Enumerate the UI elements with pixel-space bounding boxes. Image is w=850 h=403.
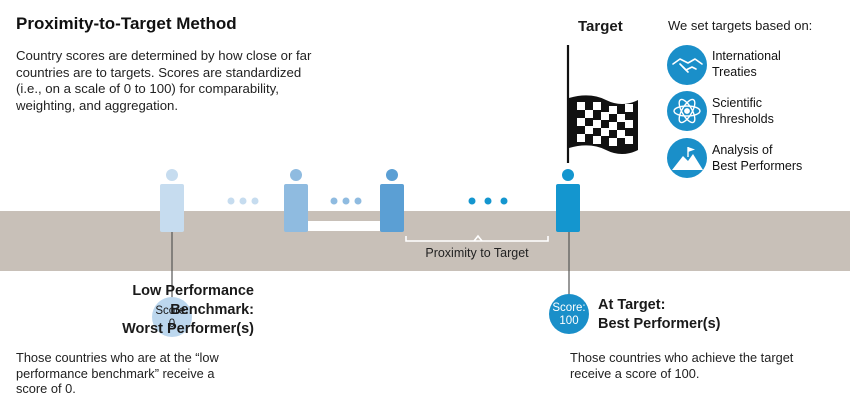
best-performer-line2: Best Performer(s)	[598, 316, 721, 332]
ellipsis-dots-2	[330, 197, 362, 205]
page-title: Proximity-to-Target Method	[16, 14, 237, 33]
score-best-text: Score: 100	[549, 302, 589, 328]
ellipsis-dots-1	[227, 197, 259, 205]
score-label: Score:	[552, 302, 586, 314]
targets-heading: We set targets based on:	[668, 18, 813, 33]
icon-circle-summit	[667, 138, 707, 178]
person-target-icon	[556, 169, 580, 232]
checkered-flag-icon	[569, 95, 638, 154]
person-worst-icon	[160, 169, 184, 232]
score-low-text: Score: 0	[152, 305, 192, 331]
target-item-line2: Thresholds	[712, 111, 774, 126]
low-benchmark-title: Low Performance Benchmark: Worst Perform…	[122, 282, 254, 339]
handshake-icon	[672, 58, 703, 73]
ellipsis-dots-3	[468, 197, 508, 205]
method-description: Country scores are determined by how clo…	[16, 48, 312, 113]
best-performer-line1: At Target:	[598, 297, 666, 313]
proximity-label: Proximity to Target	[425, 246, 529, 260]
score-value: 0	[168, 318, 176, 330]
score-circle-low	[152, 297, 192, 337]
low-benchmark-description: Those countries who are at the “low perf…	[16, 350, 219, 396]
score-circle-best	[549, 294, 589, 334]
best-performer-description: Those countries who achieve the target r…	[570, 350, 794, 381]
target-item-best-performers: Analysis of Best Performers	[712, 143, 802, 174]
atom-icon	[673, 98, 701, 124]
score-label: Score:	[155, 305, 189, 317]
person-mid1-icon	[284, 169, 308, 232]
target-item-thresholds: Scientific Thresholds	[712, 96, 774, 127]
person-mid2-icon	[380, 169, 404, 232]
proximity-bracket-tick	[473, 234, 483, 242]
icon-circle-handshake	[667, 45, 707, 85]
low-benchmark-line2: Benchmark:	[170, 302, 254, 318]
low-benchmark-line1: Low Performance	[132, 283, 254, 299]
target-item-line2: Treaties	[712, 64, 757, 79]
score-value: 100	[559, 315, 579, 327]
target-item-line2: Best Performers	[712, 158, 803, 173]
target-item-line1: Analysis of	[712, 143, 773, 157]
proximity-bracket	[405, 236, 549, 242]
white-ledge	[308, 221, 380, 231]
low-benchmark-line3: Worst Performer(s)	[122, 321, 254, 337]
target-item-line1: Scientific	[712, 96, 763, 110]
best-performer-title: At Target: Best Performer(s)	[598, 296, 721, 334]
target-item-treaties: International Treaties	[712, 49, 781, 80]
target-item-line1: International	[712, 49, 781, 63]
summit-flag-icon	[672, 147, 703, 170]
target-title: Target	[578, 18, 623, 35]
